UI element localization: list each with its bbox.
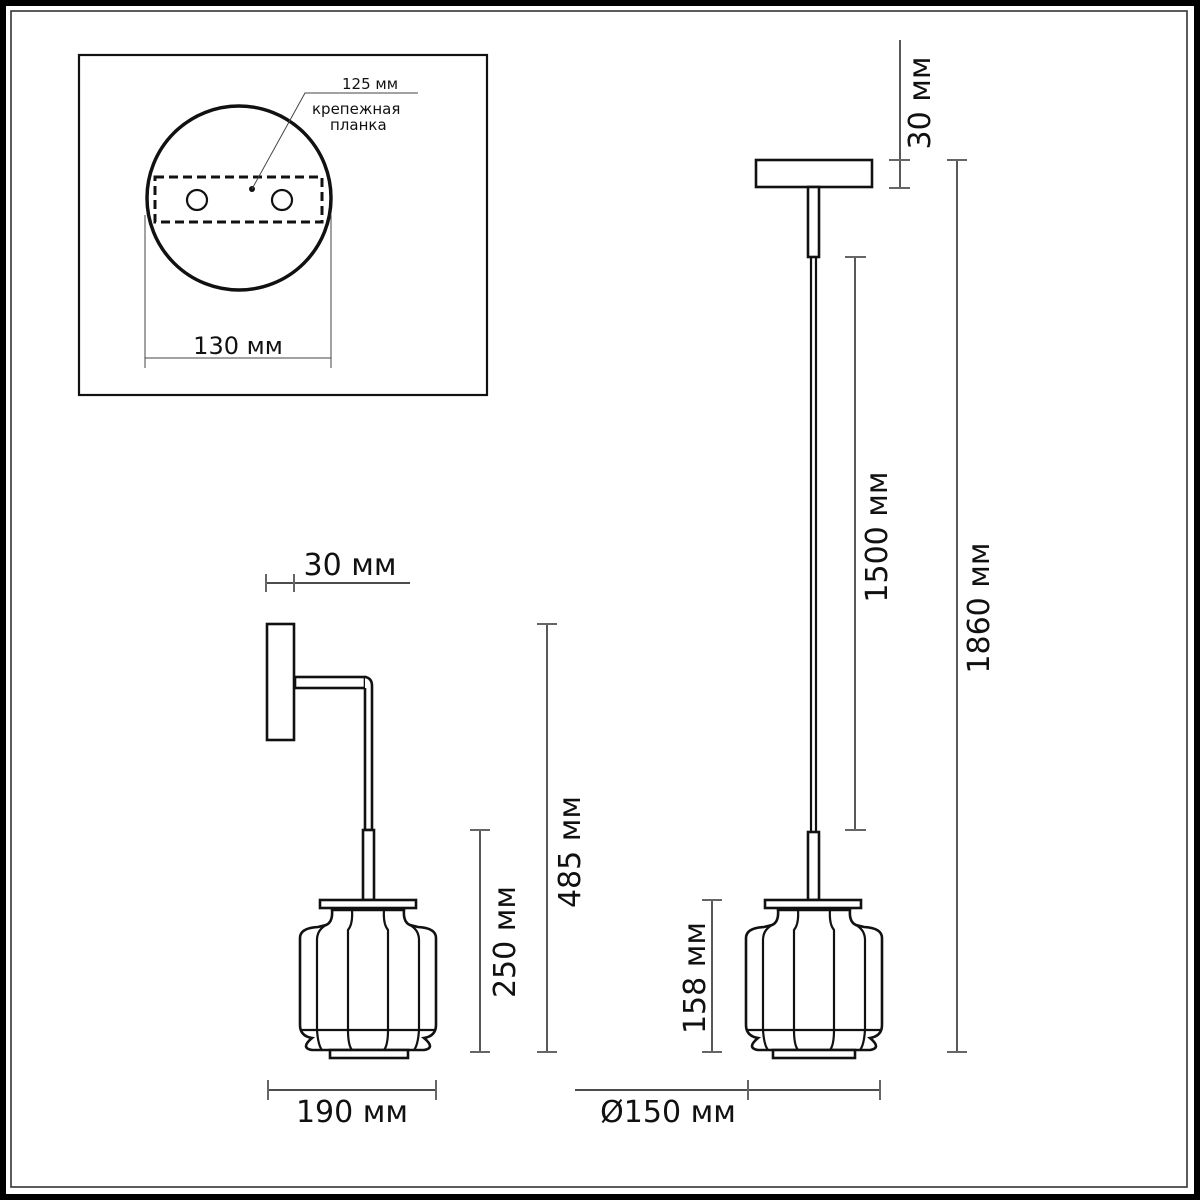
pendant-shade-diameter-label: Ø150 мм bbox=[600, 1095, 736, 1130]
wall-arm bbox=[293, 675, 367, 690]
arm-bend bbox=[363, 675, 374, 832]
wall-total-height-label: 485 мм bbox=[553, 796, 588, 908]
wall-lamp bbox=[265, 622, 438, 1060]
pendant-lamp bbox=[744, 158, 884, 1060]
mounting-bar-outline bbox=[153, 175, 324, 224]
canopy-diameter-label: 130 мм bbox=[193, 332, 283, 360]
canopy-circle bbox=[145, 104, 333, 292]
pendant-lamp-shade bbox=[744, 898, 884, 1060]
lamp-holder bbox=[361, 828, 376, 902]
cord-length-label: 1500 мм bbox=[860, 471, 895, 602]
mounting-bar-label-2: планка bbox=[330, 116, 387, 134]
inset-top-view bbox=[77, 53, 489, 397]
pendant-lamp-holder bbox=[806, 830, 821, 902]
screw-hole-left bbox=[185, 188, 209, 212]
leader-line bbox=[251, 92, 418, 190]
canopy-height-label: 30 мм bbox=[903, 57, 938, 150]
pendant-lamp-dimensions bbox=[575, 40, 967, 1100]
mounting-bar-label-1: крепежная bbox=[312, 100, 400, 118]
wall-shade-height-label: 250 мм bbox=[488, 886, 523, 998]
bar-length-label: 125 мм bbox=[342, 75, 398, 93]
wall-projection-label: 190 мм bbox=[296, 1095, 408, 1130]
ceiling-canopy bbox=[754, 158, 874, 189]
pendant-total-height-label: 1860 мм bbox=[962, 542, 997, 673]
cord-sleeve bbox=[806, 185, 821, 259]
wall-base-depth-label: 30 мм bbox=[304, 548, 397, 583]
wall-plate bbox=[265, 622, 296, 742]
screw-hole-right bbox=[270, 188, 294, 212]
wall-lamp-shade bbox=[298, 898, 438, 1060]
pendant-shade-height-label: 158 мм bbox=[678, 922, 713, 1034]
wall-lamp-dimensions bbox=[265, 574, 557, 1100]
